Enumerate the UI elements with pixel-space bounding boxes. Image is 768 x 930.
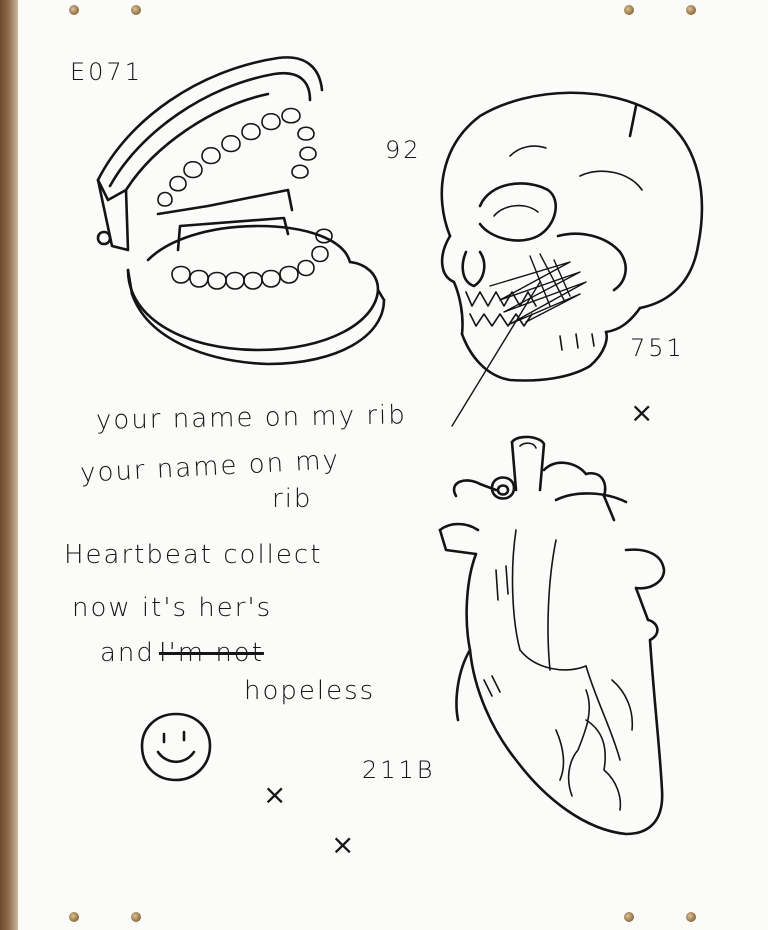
paper-sheet bbox=[18, 0, 768, 930]
skull-number-side: 751 bbox=[630, 334, 685, 362]
lyric-line-3: rib bbox=[272, 484, 313, 514]
pin-bottom-left-1 bbox=[69, 912, 79, 922]
dentures-icon bbox=[96, 56, 386, 366]
pin-bottom-right-1 bbox=[624, 912, 634, 922]
skull-icon bbox=[440, 91, 704, 427]
cross-mark-2: × bbox=[263, 778, 287, 811]
pin-top-left-2 bbox=[131, 5, 141, 15]
pin-top-right-2 bbox=[686, 5, 696, 15]
corkboard-edge bbox=[0, 0, 18, 930]
smiley-face-icon bbox=[140, 712, 212, 782]
anatomical-heart-icon bbox=[438, 435, 666, 836]
pin-bottom-right-2 bbox=[686, 912, 696, 922]
dentures-number: E071 bbox=[70, 58, 143, 86]
pin-top-right-1 bbox=[624, 5, 634, 15]
heart-number: 211B bbox=[362, 756, 436, 784]
lyric-line-7: hopeless bbox=[244, 676, 376, 706]
pin-bottom-left-2 bbox=[131, 912, 141, 922]
pin-top-left-1 bbox=[69, 5, 79, 15]
lyric-and: and bbox=[100, 638, 155, 668]
lyric-struck-text: I'm not bbox=[158, 638, 264, 668]
lyric-line-5: now it's her's bbox=[72, 593, 273, 623]
skull-number-top: 92 bbox=[385, 136, 422, 164]
lyric-line-4: Heartbeat collect bbox=[64, 540, 323, 570]
lyric-line-1: your name on my rib bbox=[95, 400, 408, 436]
cross-mark-3: × bbox=[331, 828, 355, 861]
cross-mark-1: × bbox=[630, 396, 654, 429]
